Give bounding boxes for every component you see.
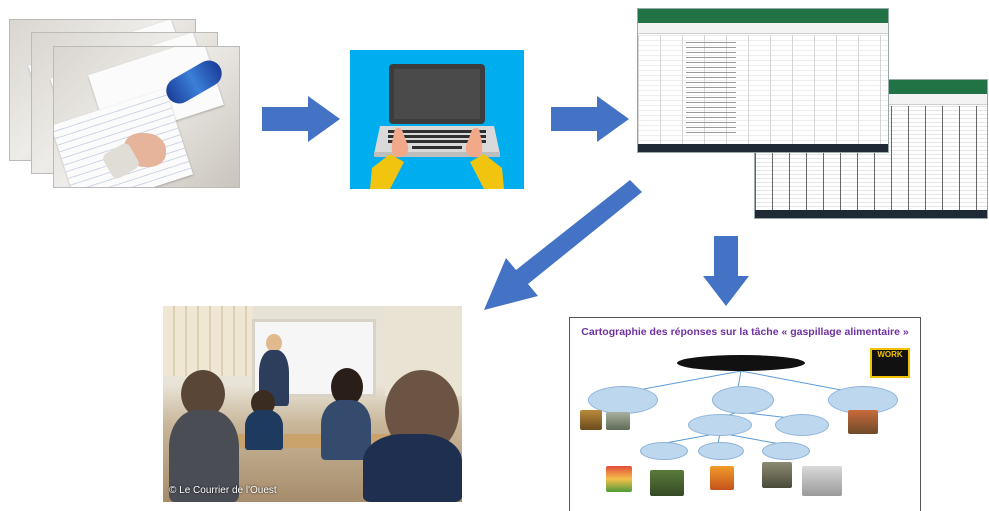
- food-waste-thumbnail: [606, 412, 630, 430]
- mind-map-slide: Cartographie des réponses sur la tâche «…: [570, 318, 920, 511]
- food-waste-thumbnail: [710, 466, 734, 490]
- mind-map-node: [775, 414, 829, 436]
- mind-map-node: [712, 386, 774, 414]
- arrow-down-icon: [703, 236, 749, 306]
- mind-map-root-node: [677, 355, 805, 371]
- food-waste-thumbnail: [802, 466, 842, 496]
- food-waste-thumbnail: [848, 410, 878, 434]
- worksheet-photo-stack: [10, 20, 240, 190]
- mind-map-node: [588, 386, 658, 414]
- slide-title: Cartographie des réponses sur la tâche «…: [581, 326, 909, 338]
- food-waste-thumbnail: [606, 466, 632, 492]
- arrow-right-icon: [551, 96, 631, 142]
- arrow-right-icon: [262, 96, 342, 142]
- mind-map-node: [688, 414, 752, 436]
- arrow-down-left-icon: [484, 180, 642, 310]
- mind-map-node: [640, 442, 688, 460]
- mind-map-node: [698, 442, 744, 460]
- mind-map-node: [762, 442, 810, 460]
- laptop-typing-icon: [350, 50, 524, 189]
- work-in-progress-sign: WORK: [870, 348, 910, 378]
- classroom-photo: © Le Courrier de l'Ouest: [163, 306, 462, 502]
- food-waste-thumbnail: [762, 462, 792, 488]
- food-waste-thumbnail: [650, 470, 684, 496]
- food-waste-thumbnail: [580, 410, 602, 430]
- photo-credit: © Le Courrier de l'Ouest: [169, 485, 277, 496]
- worksheet-photo-front: [54, 47, 239, 187]
- spreadsheet-screenshot-front: [638, 9, 888, 152]
